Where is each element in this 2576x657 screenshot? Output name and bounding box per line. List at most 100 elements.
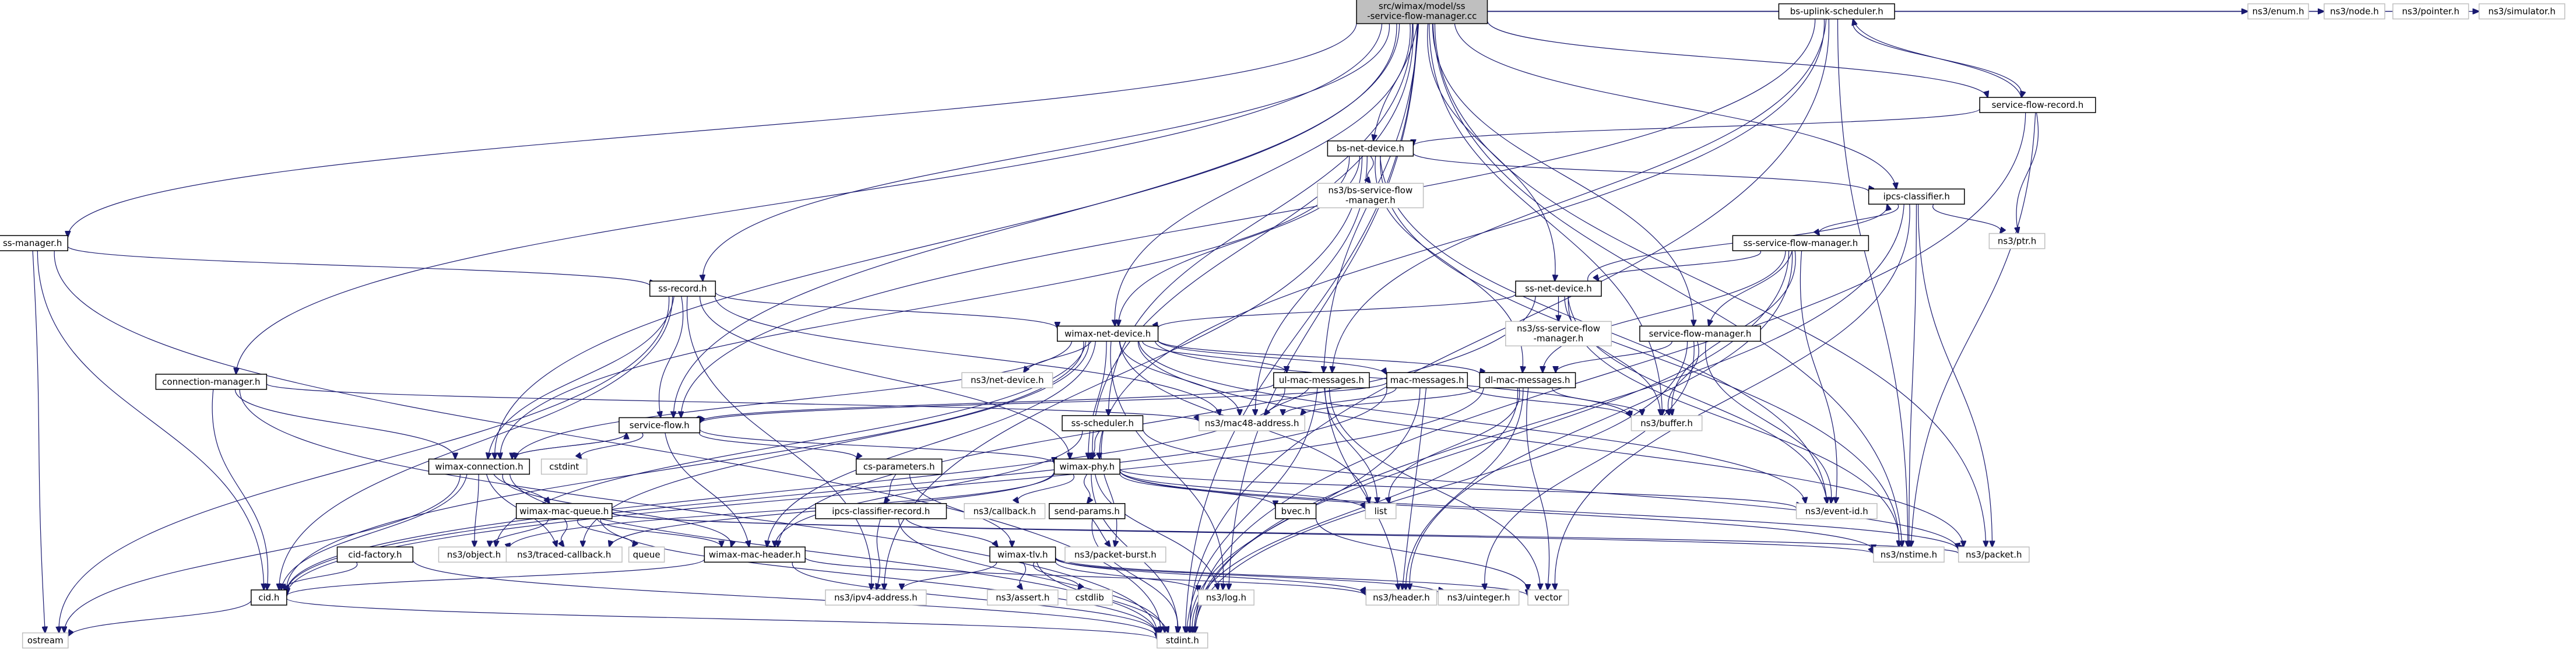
node-ns3-packet-burst[interactable]: ns3/packet-burst.h: [1064, 546, 1166, 563]
edge-wimax-net-device-to-ns3-net-device: [1024, 341, 1092, 373]
node-ns3-net-device[interactable]: ns3/net-device.h: [961, 372, 1053, 388]
node-ns3-assert[interactable]: ns3/assert.h: [986, 589, 1059, 606]
node-ns3-uinteger[interactable]: ns3/uinteger.h: [1438, 589, 1520, 606]
edge-ipcs-classifier-to-ss-service-flow-manager: [1819, 203, 1899, 236]
edge-wimax-mac-header-to-ns3-header: [804, 557, 1366, 595]
node-box: [1438, 589, 1520, 606]
node-label: ns3/packet.h: [1966, 549, 2022, 560]
node-mac-messages[interactable]: mac-messages.h: [1386, 372, 1468, 388]
node-root[interactable]: src/wimax/model/ss-service-flow-manager.…: [1356, 0, 1488, 24]
node-ns3-node[interactable]: ns3/node.h: [2324, 3, 2385, 20]
node-wimax-connection[interactable]: wimax-connection.h: [428, 458, 530, 475]
node-ss-record[interactable]: ss-record.h: [649, 280, 716, 297]
node-wimax-tlv[interactable]: wimax-tlv.h: [989, 546, 1056, 563]
node-cid[interactable]: cid.h: [251, 589, 287, 606]
node-box: [1979, 97, 2096, 113]
node-ipcs-classifier[interactable]: ipcs-classifier.h: [1868, 188, 1965, 205]
node-vector[interactable]: vector: [1527, 589, 1569, 606]
node-wimax-net-device[interactable]: wimax-net-device.h: [1057, 325, 1159, 342]
node-box: [1317, 182, 1424, 209]
node-ns3-callback[interactable]: ns3/callback.h: [964, 503, 1046, 519]
node-label: service-flow.h: [630, 420, 690, 430]
node-ns3-log[interactable]: ns3/log.h: [1197, 589, 1254, 606]
node-label: ns3/buffer.h: [1640, 418, 1693, 428]
node-wimax-mac-queue[interactable]: wimax-mac-queue.h: [515, 503, 613, 519]
node-label: ns3/ss-service-flow: [1517, 323, 1600, 333]
node-service-flow-manager[interactable]: service-flow-manager.h: [1639, 325, 1761, 342]
node-label: ns3/bs-service-flow: [1329, 185, 1413, 195]
node-ns3-simulator[interactable]: ns3/simulator.h: [2478, 3, 2566, 20]
node-dl-mac-messages[interactable]: dl-mac-messages.h: [1479, 372, 1576, 388]
node-ns3-header[interactable]: ns3/header.h: [1365, 589, 1438, 606]
node-box: [964, 503, 1046, 519]
node-ns3-traced-callback[interactable]: ns3/traced-callback.h: [505, 546, 623, 563]
node-bs-uplink-scheduler[interactable]: bs-uplink-scheduler.h: [1778, 3, 1895, 20]
node-box: [618, 417, 701, 434]
node-ns3-nstime[interactable]: ns3/nstime.h: [1873, 546, 1945, 563]
node-ul-mac-messages[interactable]: ul-mac-messages.h: [1273, 372, 1370, 388]
edge-wimax-tlv-to-ns3-assert: [1020, 561, 1027, 590]
node-label: ns3/log.h: [1206, 592, 1246, 603]
node-bvec[interactable]: bvec.h: [1275, 503, 1317, 519]
node-cid-factory[interactable]: cid-factory.h: [336, 546, 414, 563]
edge-mac-messages-to-ns3-buffer: [1467, 387, 1631, 417]
node-ss-scheduler[interactable]: ss-scheduler.h: [1062, 415, 1144, 431]
edge-ss-net-device-to-wimax-net-device: [1158, 292, 1516, 329]
node-queue[interactable]: queue: [628, 546, 665, 563]
node-cs-parameters[interactable]: cs-parameters.h: [855, 458, 943, 475]
node-ns3-ss-service-flow-manager[interactable]: ns3/ss-service-flow-manager.h: [1505, 321, 1612, 347]
edge-service-flow-to-cstdint: [581, 433, 644, 459]
edge-ss-manager-to-cid: [37, 251, 263, 590]
node-wimax-phy[interactable]: wimax-phy.h: [1053, 458, 1120, 475]
edge-wimax-net-device-to-wimax-phy: [1088, 341, 1107, 459]
node-wimax-mac-header[interactable]: wimax-mac-header.h: [704, 546, 806, 563]
node-box: [1527, 589, 1569, 606]
node-ns3-pointer[interactable]: ns3/pointer.h: [2392, 3, 2469, 20]
edge-root-to-service-flow-record: [1486, 21, 1987, 98]
edge-ipcs-classifier-record-to-ns3-ipv4-address: [876, 518, 880, 590]
node-ss-manager[interactable]: ss-manager.h: [0, 235, 69, 251]
edge-service-flow-manager-to-ns3-buffer: [1668, 341, 1699, 416]
node-bs-net-device[interactable]: bs-net-device.h: [1327, 140, 1414, 157]
node-ns3-ipv4-address[interactable]: ns3/ipv4-address.h: [825, 589, 927, 606]
edge-bs-uplink-scheduler-to-ul-mac-messages: [1332, 19, 1827, 373]
edge-wimax-phy-to-ns3-event-id: [1119, 468, 1797, 509]
node-ns3-buffer[interactable]: ns3/buffer.h: [1630, 415, 1703, 431]
node-service-flow[interactable]: service-flow.h: [618, 417, 701, 434]
node-ns3-mac48-address[interactable]: ns3/mac48-address.h: [1199, 415, 1306, 431]
node-cstdlib[interactable]: cstdlib: [1066, 589, 1113, 606]
node-ns3-ptr[interactable]: ns3/ptr.h: [1988, 233, 2046, 250]
edge-wimax-phy-to-ns3-log: [1095, 474, 1218, 590]
node-box: [1053, 458, 1120, 475]
node-ns3-packet[interactable]: ns3/packet.h: [1958, 546, 2030, 563]
edge-wimax-net-device-to-dl-mac-messages: [1157, 339, 1480, 375]
edge-service-flow-to-cs-parameters: [699, 432, 857, 459]
node-ns3-event-id[interactable]: ns3/event-id.h: [1795, 503, 1878, 519]
node-ss-net-device[interactable]: ss-net-device.h: [1515, 280, 1602, 297]
node-ss-service-flow-manager[interactable]: ss-service-flow-manager.h: [1732, 235, 1869, 251]
node-stdint[interactable]: stdint.h: [1157, 632, 1208, 649]
node-connection-manager[interactable]: connection-manager.h: [155, 374, 268, 390]
edge-bs-uplink-scheduler-to-service-flow: [681, 19, 1816, 418]
node-cstdint[interactable]: cstdint: [540, 458, 588, 475]
node-ns3-bs-service-flow-manager[interactable]: ns3/bs-service-flow-manager.h: [1317, 182, 1424, 209]
node-ostream[interactable]: ostream: [22, 632, 69, 649]
node-box: [1066, 589, 1113, 606]
edge-root-to-connection-manager: [236, 23, 1383, 374]
node-box: [2478, 3, 2566, 20]
node-ns3-enum[interactable]: ns3/enum.h: [2247, 3, 2309, 20]
edge-ss-scheduler-to-wimax-mac-header: [775, 430, 1083, 547]
node-ipcs-classifier-record[interactable]: ipcs-classifier-record.h: [815, 503, 947, 519]
node-ns3-object[interactable]: ns3/object.h: [438, 546, 510, 563]
node-service-flow-record[interactable]: service-flow-record.h: [1979, 97, 2096, 113]
edge-wimax-connection-to-ns3-object: [475, 474, 479, 547]
node-box: [1639, 325, 1761, 342]
node-list[interactable]: list: [1365, 503, 1397, 519]
node-label: ns3/enum.h: [2252, 6, 2304, 17]
edge-root-to-service-flow: [673, 23, 1400, 418]
edge-ipcs-classifier-to-ns3-ptr: [1932, 203, 2001, 233]
node-box: [1479, 372, 1576, 388]
node-box: [1057, 325, 1159, 342]
node-send-params[interactable]: send-params.h: [1049, 503, 1126, 519]
